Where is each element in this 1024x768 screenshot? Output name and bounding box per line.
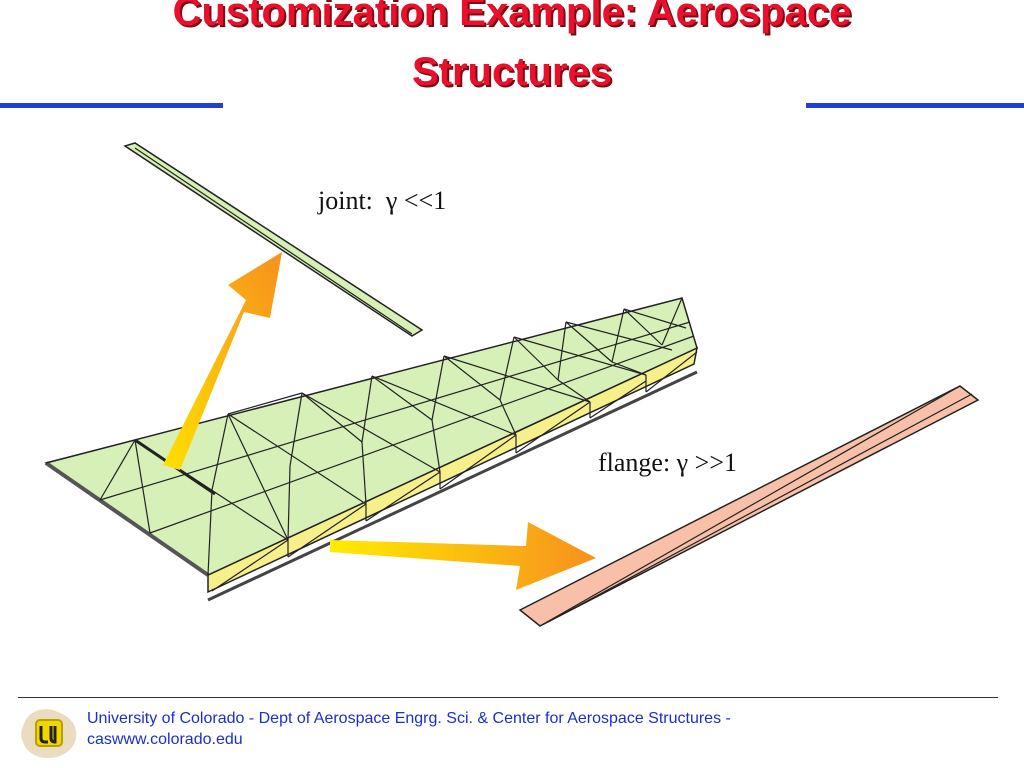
slide-title-line2: Structures xyxy=(411,50,613,94)
flange-label: flange: γ >>1 xyxy=(598,448,738,477)
wing-web xyxy=(207,346,699,602)
joint-label: joint: γ <<1 xyxy=(318,186,447,215)
footer-line2: caswww.colorado.edu xyxy=(87,731,243,748)
flange-strip xyxy=(518,385,980,627)
joint-arrow xyxy=(163,252,282,470)
footer-line1: University of Colorado - Dept of Aerospa… xyxy=(87,710,731,727)
flange-arrow xyxy=(330,522,596,590)
slide-title-line1: Customization Example: Aerospace xyxy=(172,0,852,34)
cu-logo-icon xyxy=(21,709,77,758)
title-rule-right xyxy=(806,103,1024,108)
footer-text: University of Colorado - Dept of Aerospa… xyxy=(87,708,967,750)
wing-structure-figure xyxy=(44,142,980,627)
slide-title: Customization Example: Aerospace Structu… xyxy=(0,0,1024,102)
footer-divider xyxy=(18,697,998,698)
title-rule-left xyxy=(0,103,223,108)
wing-mesh xyxy=(44,297,698,577)
joint-strip xyxy=(123,142,424,337)
